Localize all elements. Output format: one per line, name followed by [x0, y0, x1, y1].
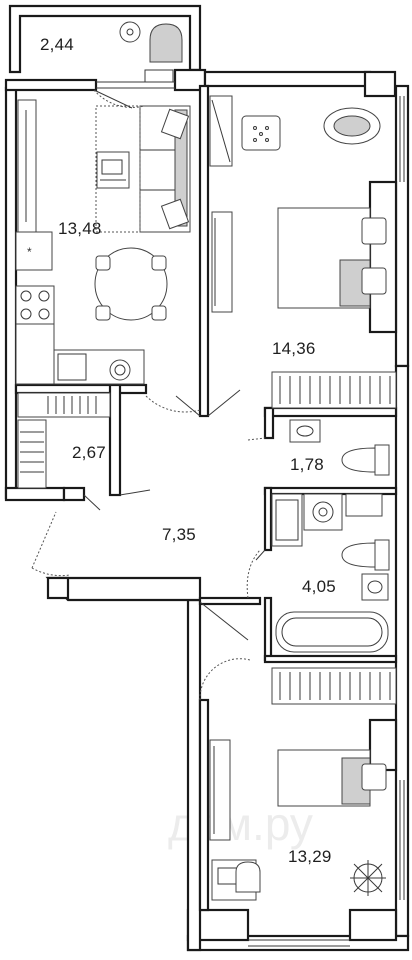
area-labels: 2,44 13,48 14,36 2,67 1,78 7,35 4,05 13,… — [40, 35, 336, 866]
windows — [96, 81, 405, 947]
kitchen-furniture: * — [15, 99, 191, 385]
area-label-toilet: 1,78 — [290, 455, 324, 474]
area-label-hallway: 7,35 — [162, 525, 196, 544]
bath-fixtures — [271, 419, 390, 653]
area-label-balcony: 2,44 — [40, 35, 74, 54]
bedroom1-furniture — [209, 95, 387, 313]
doors — [31, 89, 266, 701]
area-label-kitchen-living: 13,48 — [58, 219, 102, 238]
bedroom2-furniture — [209, 739, 387, 901]
area-label-bedroom-1: 14,36 — [272, 339, 316, 358]
area-label-bathroom: 4,05 — [302, 577, 336, 596]
area-label-storage: 2,67 — [72, 443, 106, 462]
wardrobes — [17, 371, 397, 705]
outer-walls — [4, 4, 410, 952]
interior-walls — [14, 84, 398, 912]
balcony-furniture — [119, 21, 183, 83]
area-label-bedroom-2: 13,29 — [288, 847, 332, 866]
svg-text:*: * — [27, 245, 32, 259]
